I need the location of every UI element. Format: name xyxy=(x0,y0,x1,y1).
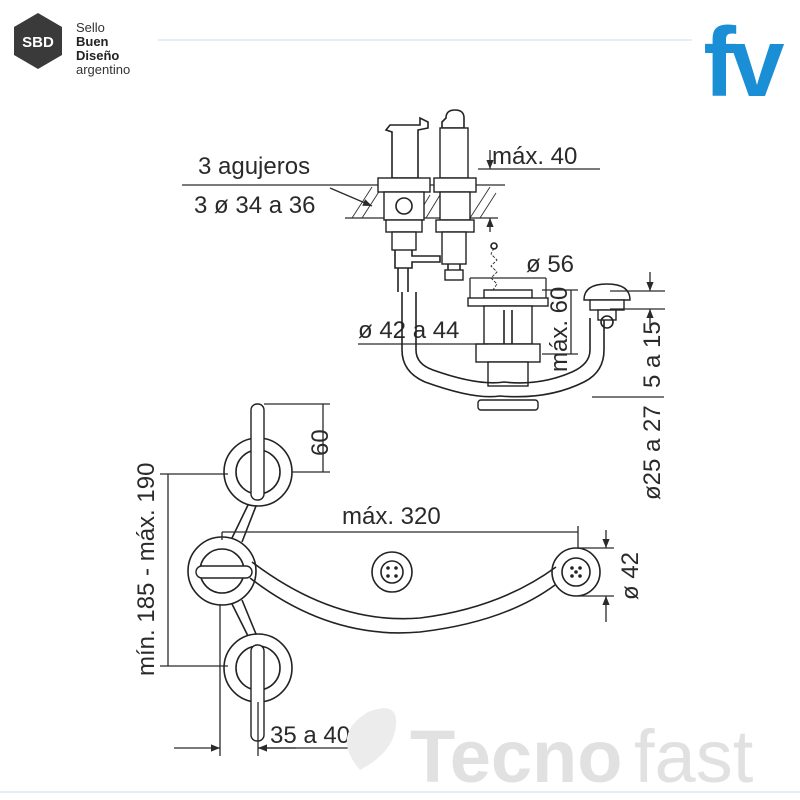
waste-chain xyxy=(490,247,498,291)
holes-dim-label: 3 ø 34 a 36 xyxy=(194,192,315,219)
fv-logo: fv xyxy=(703,7,785,117)
drain-pipe xyxy=(401,292,605,398)
handle-offset-label: 35 a 40 xyxy=(270,722,350,749)
holes-label: 3 agujeros xyxy=(198,153,310,180)
waste-fitting xyxy=(467,289,549,411)
center-range-label: mín. 185 - máx. 190 xyxy=(133,463,160,676)
waste-hole-label: ø 42 a 44 xyxy=(358,317,459,344)
plug-range-label: 5 a 15 xyxy=(639,321,666,388)
center-waste xyxy=(371,551,413,593)
sbd-line-1: Sello xyxy=(76,20,105,35)
sbd-seal: SBD Sello Buen Diseño argentino xyxy=(14,13,130,77)
watermark-part-2: fast xyxy=(634,715,754,798)
right-valve xyxy=(433,109,477,281)
popup-fitting xyxy=(583,283,631,329)
sbd-line-3: Diseño xyxy=(76,48,119,63)
sbd-hexagon-icon xyxy=(14,13,62,69)
sbd-line-4: argentino xyxy=(76,62,130,77)
spout-outlet xyxy=(551,547,601,597)
watermark-part-1: Tecno xyxy=(410,715,622,798)
handle-height-label: 60 xyxy=(307,429,334,456)
pipe-dia-label: ø25 a 27 xyxy=(639,405,666,500)
waste-height-label: máx. 60 xyxy=(546,287,573,372)
spout-lever xyxy=(195,565,253,579)
plan-view: 60 mín. 185 - máx. 190 máx. 320 ø 42 35 … xyxy=(133,403,644,756)
waste-dia-label: ø 56 xyxy=(526,251,574,278)
tecnofast-watermark: Tecno fast xyxy=(346,708,754,798)
left-valve xyxy=(377,116,441,292)
sbd-line-2: Buen xyxy=(76,34,109,49)
spout-arm xyxy=(249,577,556,634)
outlet-dia-label: ø 42 xyxy=(617,552,644,600)
top-lever xyxy=(250,403,265,501)
side-view: máx. 40 3 agujeros 3 ø 34 a 36 ø 56 máx.… xyxy=(182,109,666,500)
leaf-icon xyxy=(346,708,397,770)
deck-max-label: máx. 40 xyxy=(492,143,577,170)
spout-reach-label: máx. 320 xyxy=(342,503,441,530)
sbd-badge-text: SBD xyxy=(22,34,54,51)
